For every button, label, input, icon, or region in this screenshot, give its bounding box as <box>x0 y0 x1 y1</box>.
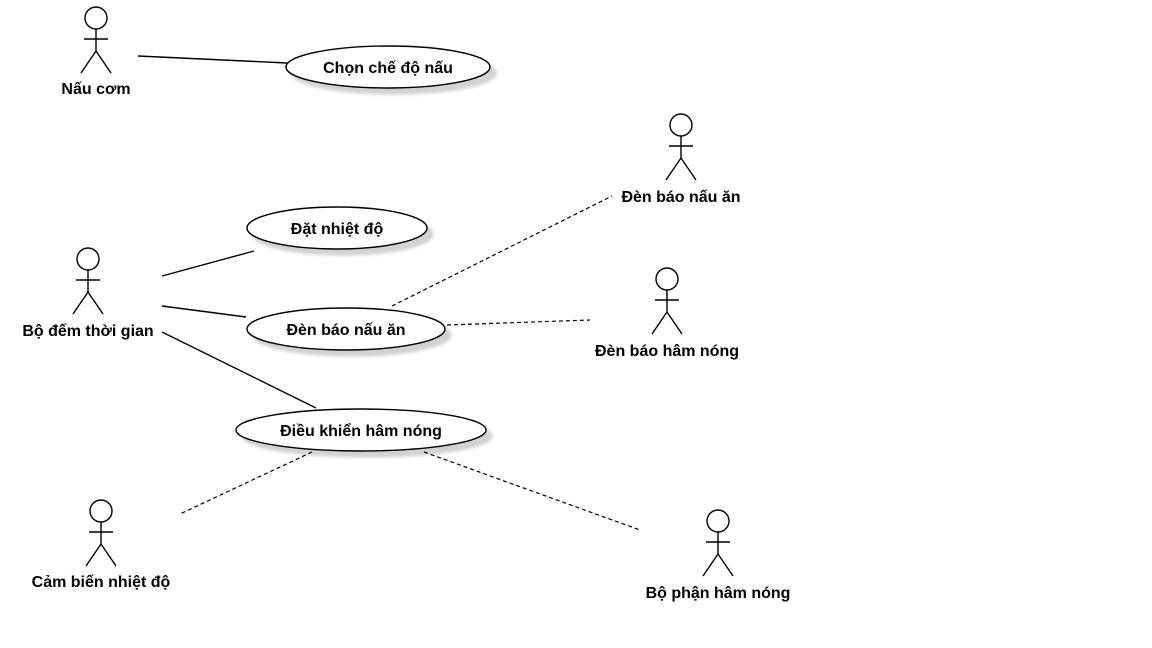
actor-bo-dem-thoi-gian[interactable]: Bộ đếm thời gian <box>22 247 154 340</box>
actor-icon <box>80 6 112 74</box>
actor-label: Đèn báo hâm nóng <box>595 343 739 360</box>
actor-label: Bộ đếm thời gian <box>22 323 153 340</box>
usecase-label: Đèn báo nấu ăn <box>286 322 405 339</box>
usecase-dieu-khien-ham-nong[interactable]: Điều khiển hâm nóng <box>235 408 487 452</box>
usecase-den-bao-nau-an[interactable]: Đèn báo nấu ăn <box>246 307 446 351</box>
actor-den-bao-ham-nong[interactable]: Đèn báo hâm nóng <box>595 267 739 360</box>
actor-bo-phan-ham-nong[interactable]: Bộ phận hâm nóng <box>646 509 791 602</box>
assoc-den-bao-den-nau-an <box>391 195 613 307</box>
usecase-chon-che-do[interactable]: Chọn chế độ nấu <box>285 45 491 89</box>
actor-icon <box>665 113 697 181</box>
assoc-dieu-khien-cam-bien <box>179 451 313 515</box>
actor-icon <box>72 247 104 315</box>
actor-label: Nấu cơm <box>61 81 130 98</box>
assoc-bo-dem-den-bao <box>161 305 247 318</box>
actor-den-bao-nau-an[interactable]: Đèn báo nấu ăn <box>621 113 741 206</box>
actor-label: Cảm biến nhiệt độ <box>32 574 171 591</box>
usecase-label: Điều khiển hâm nóng <box>280 422 442 440</box>
assoc-nau-com-chon-che-do <box>137 55 288 64</box>
actor-label: Đèn báo nấu ăn <box>621 189 740 206</box>
actor-icon <box>85 499 117 567</box>
assoc-bo-dem-dieu-khien <box>161 331 317 409</box>
usecase-label: Đặt nhiệt độ <box>291 221 384 238</box>
actor-nau-com[interactable]: Nấu cơm <box>61 6 131 98</box>
assoc-dieu-khien-bo-phan <box>423 451 641 531</box>
assoc-bo-dem-dat-nhiet-do <box>161 250 255 277</box>
actor-cam-bien-nhiet-do[interactable]: Cảm biến nhiệt độ <box>32 499 171 591</box>
usecase-dat-nhiet-do[interactable]: Đặt nhiệt độ <box>246 206 428 250</box>
assoc-den-bao-den-ham-nong <box>446 319 591 326</box>
actor-icon <box>702 509 734 577</box>
usecase-label: Chọn chế độ nấu <box>323 60 453 77</box>
actor-label: Bộ phận hâm nóng <box>646 585 791 602</box>
actor-icon <box>651 267 683 335</box>
